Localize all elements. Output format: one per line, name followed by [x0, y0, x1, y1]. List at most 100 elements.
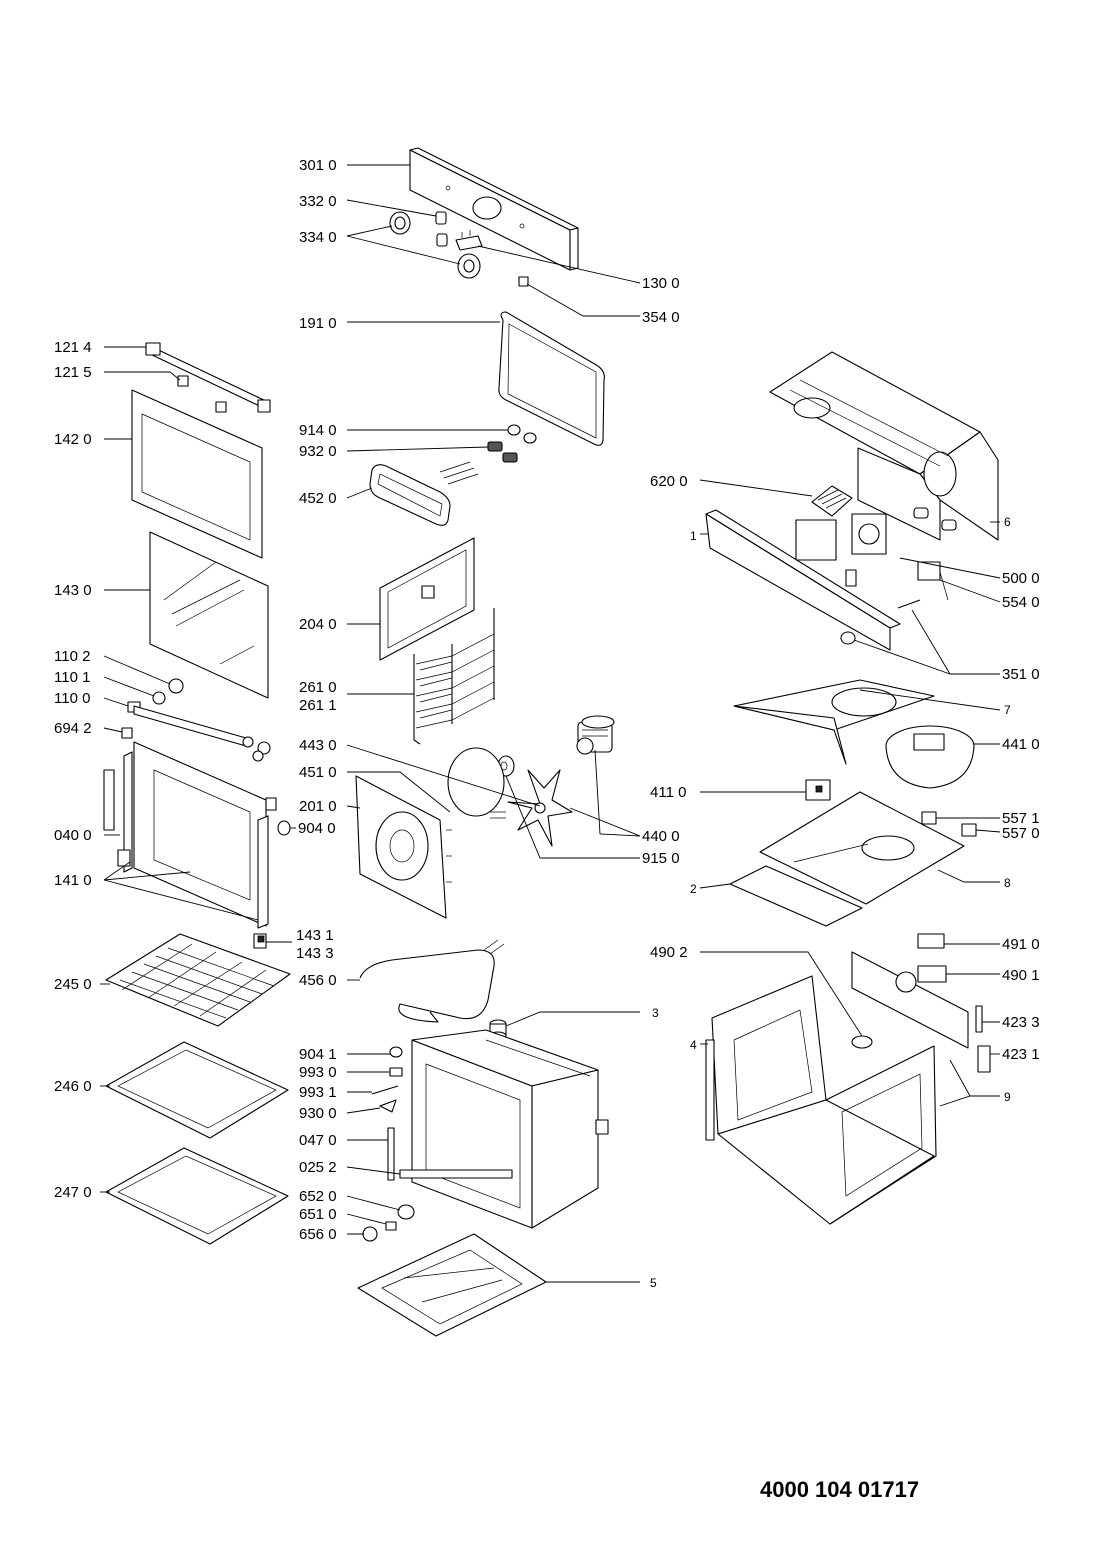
label-915-0: 915 0: [642, 850, 680, 867]
label-423-3: 423 3: [1002, 1014, 1040, 1031]
label-121-4: 121 4: [54, 339, 92, 356]
door-gasket-part: 191 0: [299, 311, 605, 446]
label-261-1: 261 1: [299, 697, 337, 714]
label-993-0: 993 0: [299, 1064, 337, 1081]
accessories-group: 245 0 246 0 247 0: [54, 933, 291, 1245]
label-5: 5: [650, 1276, 657, 1290]
label-441-0: 441 0: [1002, 736, 1040, 753]
label-142-0: 142 0: [54, 431, 92, 448]
label-451-0: 451 0: [299, 764, 337, 781]
top-housing-group: 620 0 1 6 500 0 554 0 351 0: [650, 351, 1040, 683]
label-332-0: 332 0: [299, 193, 337, 210]
label-2: 2: [690, 882, 697, 896]
label-351-0: 351 0: [1002, 666, 1040, 683]
label-246-0: 246 0: [54, 1078, 92, 1095]
door-clip-part: [253, 933, 267, 949]
control-panel-group: 301 0 332 0 334 0 130 0 354 0: [299, 147, 680, 326]
fan-shroud-part: [733, 679, 935, 765]
label-4: 4: [690, 1038, 697, 1052]
label-247-0: 247 0: [54, 1184, 92, 1201]
cooling-fan-part: [885, 725, 975, 789]
control-bracket-part: [705, 509, 901, 651]
label-8: 8: [1004, 876, 1011, 890]
label-6: 6: [1004, 515, 1011, 529]
label-694-2: 694 2: [54, 720, 92, 737]
label-130-0: 130 0: [642, 275, 680, 292]
label-904-1: 904 1: [299, 1046, 337, 1063]
knob-shaft-part: [435, 211, 448, 247]
label-651-0: 651 0: [299, 1206, 337, 1223]
casing-group: 490 2 491 0 490 1 423 3 4 423 1 9: [650, 933, 1040, 1225]
label-1: 1: [690, 529, 697, 543]
inner-door-part: [103, 741, 291, 929]
indicator-part: [518, 276, 529, 287]
switch-part: [455, 230, 483, 251]
label-443-0: 443 0: [299, 737, 337, 754]
label-491-0: 491 0: [1002, 936, 1040, 953]
wire-rack-part: [105, 933, 291, 1027]
base-plate-part: [759, 791, 965, 905]
label-143-1: 143 1: [296, 927, 334, 944]
label-423-1: 423 1: [1002, 1046, 1040, 1063]
top-cover-part: [769, 351, 999, 541]
oven-cavity-part: [411, 1029, 609, 1229]
drip-pan-part: [105, 1147, 289, 1245]
label-261-0: 261 0: [299, 679, 337, 696]
terminal-board-part: [811, 485, 853, 517]
shelf-support-part: 261 0 261 1: [299, 608, 495, 745]
door-switch-part: [921, 811, 977, 837]
label-110-1: 110 1: [54, 669, 90, 686]
inner-glass-part: [149, 531, 269, 699]
label-7: 7: [1004, 703, 1011, 717]
fan-group: 443 0 451 0 201 0 440 0 915 0: [299, 715, 680, 919]
rear-plate-part: 204 0: [299, 537, 475, 661]
label-245-0: 245 0: [54, 976, 92, 993]
thermostat-part: [917, 561, 949, 601]
outer-glass-part: [131, 389, 263, 559]
label-040-0: 040 0: [54, 827, 92, 844]
label-904-0: 904 0: [298, 820, 336, 837]
label-411-0: 411 0: [650, 784, 686, 801]
grill-element-group: 914 0 932 0 452 0: [299, 422, 537, 526]
document-number: 4000 104 01717: [760, 1477, 920, 1502]
base-group: 7 441 0 411 0 557 1 557 0 2 8: [650, 679, 1040, 927]
label-110-2: 110 2: [54, 648, 90, 665]
fan-motor-part: [576, 715, 615, 755]
cavity-bottom-part: [357, 1233, 547, 1337]
label-143-3: 143 3: [296, 945, 334, 962]
baking-tray-part: [105, 1041, 289, 1139]
label-930-0: 930 0: [299, 1105, 337, 1122]
door-group: 121 4 121 5 142 0 143 0 110 2 110 1 110 …: [54, 339, 336, 962]
front-strip-part: [729, 865, 863, 927]
label-656-0: 656 0: [299, 1226, 337, 1243]
label-354-0: 354 0: [642, 309, 680, 326]
label-3: 3: [652, 1006, 659, 1020]
label-191-0: 191 0: [299, 315, 337, 332]
label-652-0: 652 0: [299, 1188, 337, 1205]
control-panel-part: [409, 147, 579, 271]
label-456-0: 456 0: [299, 972, 337, 989]
label-334-0: 334 0: [299, 229, 337, 246]
ring-element-part: [447, 747, 506, 819]
label-121-5: 121 5: [54, 364, 92, 381]
fan-cover-part: [355, 775, 452, 919]
fan-blade-part: [507, 769, 573, 847]
label-620-0: 620 0: [650, 473, 688, 490]
label-201-0: 201 0: [299, 798, 337, 815]
label-141-0: 141 0: [54, 872, 92, 889]
label-500-0: 500 0: [1002, 570, 1040, 587]
label-440-0: 440 0: [642, 828, 680, 845]
label-914-0: 914 0: [299, 422, 337, 439]
label-557-0: 557 0: [1002, 825, 1040, 842]
label-025-2: 025 2: [299, 1159, 337, 1176]
outer-casing-part: [705, 975, 937, 1225]
knob-part: [389, 211, 481, 279]
label-490-2: 490 2: [650, 944, 688, 961]
label-110-0: 110 0: [54, 690, 90, 707]
label-932-0: 932 0: [299, 443, 337, 460]
lower-element-part: [359, 939, 505, 1023]
label-301-0: 301 0: [299, 157, 337, 174]
electronic-board-part: [851, 933, 991, 1073]
label-9: 9: [1004, 1090, 1011, 1104]
